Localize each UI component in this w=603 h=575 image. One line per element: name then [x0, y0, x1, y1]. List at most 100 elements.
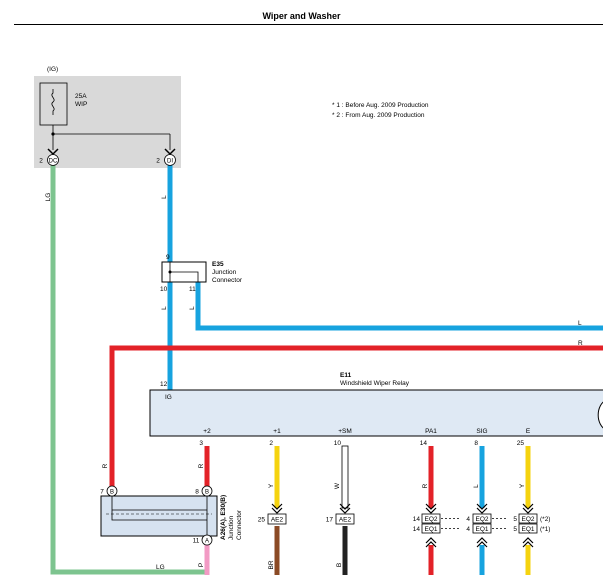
fuse-source-label: (IG): [47, 66, 58, 73]
note-2: * 2 : From Aug. 2009 Production: [332, 112, 425, 119]
eq-e-note-bot: (*1): [540, 526, 550, 533]
e11-id: E11: [340, 372, 352, 379]
relay-motor-edge: [597, 401, 603, 429]
dc-arrow-icon: [47, 148, 59, 156]
wire-label-p: P: [198, 563, 205, 567]
eq-pa1-bot: EQ1: [424, 526, 437, 533]
e11-relay-box: [149, 389, 603, 437]
eq-e-pin-top: 5: [513, 516, 517, 523]
eq-sig-pin-bot: 4: [466, 526, 470, 533]
wire-label-y-e: Y: [519, 483, 526, 488]
term-e-label: E: [526, 428, 531, 435]
eq-e-arrow-icon: [522, 503, 534, 514]
di-pin-label: DI: [167, 159, 173, 165]
term-sig-label: SIG: [476, 428, 487, 435]
wire-label-r-left: R: [102, 463, 109, 468]
eq-pa1-up-arrow-icon: [425, 537, 437, 548]
e11-ig-pin: 12: [160, 381, 168, 388]
jc-pin-b-right: 8: [195, 489, 199, 496]
dc-pin-label: DC: [49, 159, 58, 165]
jc-box: [100, 495, 218, 537]
term-pa1-label: PA1: [425, 428, 437, 435]
ae2-b-arrow-icon: [339, 503, 351, 514]
fuse-rating: 25A: [75, 93, 87, 100]
term-plus2-label: +2: [203, 428, 211, 435]
jc-pin-b-left-circle: [106, 485, 118, 497]
term-plus1-label: +1: [273, 428, 281, 435]
fuse-name: WIP: [75, 101, 87, 108]
wire-label-r-right: R: [578, 340, 583, 347]
wire-w-sm: [341, 445, 349, 509]
ae2-a-box: [267, 513, 287, 525]
eq-pa1-group: [421, 503, 441, 548]
di-pin-circle: [164, 154, 176, 166]
term-pa1-pin: 14: [420, 440, 428, 447]
eq-e-group: [518, 503, 538, 548]
wire-r-main: [109, 345, 603, 488]
eq-pa1-pin-bot: 14: [413, 526, 421, 533]
term-plus2-pin: 3: [199, 440, 203, 447]
ae2-b-label: AE2: [339, 517, 352, 524]
jc-desc-2: Connector: [236, 509, 243, 540]
term-sm-label: +SM: [338, 428, 352, 435]
wire-label-l-sig: L: [473, 484, 480, 488]
wire-label-l-right: L: [578, 320, 582, 327]
e35-desc-2: Connector: [212, 277, 243, 284]
jc-b-label-right: B: [205, 490, 209, 496]
wire-l-right: [195, 282, 603, 331]
term-sig-pin: 8: [474, 440, 478, 447]
eq-sig-pin-top: 4: [466, 516, 470, 523]
eq-sig-top: EQ2: [475, 516, 488, 523]
eq-pa1-pin-top: 14: [413, 516, 421, 523]
wire-label-r-plus2: R: [198, 463, 205, 468]
jc-b-label-left: B: [110, 490, 114, 496]
wire-label-l-e35-10: L: [161, 306, 168, 310]
jc-pin-b-left: 7: [100, 489, 104, 496]
note-1: * 1 : Before Aug. 2009 Production: [332, 102, 429, 109]
fuse-frame: [39, 82, 68, 126]
e35-pin-in: 9: [166, 254, 170, 261]
e11-ig-label: IG: [165, 394, 172, 401]
ae2-b-pin: 17: [326, 517, 334, 524]
wire-label-lg-left: LG: [45, 193, 52, 202]
fuse-icon: [51, 89, 55, 115]
di-arrow-icon: [164, 148, 176, 156]
di-pin-number: 2: [156, 158, 160, 165]
wire-label-y-plus1: Y: [268, 483, 275, 488]
eq-e-up-arrow-icon: [522, 537, 534, 548]
wire-lg: [50, 165, 205, 575]
fuse-box: [34, 76, 181, 168]
e35-id: E35: [212, 261, 224, 268]
jc-pin-a-circle: [201, 534, 213, 546]
wire-label-w-sm: W: [334, 482, 341, 489]
eq-pa1-top: EQ2: [424, 516, 437, 523]
title-rule: [14, 24, 603, 25]
eq-e-top: EQ2: [521, 516, 534, 523]
wire-label-lg-bottom: LG: [156, 564, 165, 571]
eq-sig-arrow-icon: [476, 503, 488, 514]
e35-pin-out1: 10: [160, 286, 168, 293]
jc-a-label: A: [205, 539, 209, 545]
wire-label-l-e35-11: L: [189, 306, 196, 310]
eq-sig-bot: EQ1: [475, 526, 488, 533]
term-e-pin: 25: [517, 440, 525, 447]
jc-id: A26(A), E30(B): [220, 495, 227, 540]
e11-name: Windshield Wiper Relay: [340, 380, 410, 387]
wire-label-r-pa1: R: [422, 483, 429, 488]
eq-pa1-arrow-icon: [425, 503, 437, 514]
eq-sig-group: [472, 503, 492, 548]
jc-pin-a: 11: [193, 538, 200, 545]
eq-sig-up-arrow-icon: [476, 537, 488, 548]
eq-e-bot: EQ1: [521, 526, 534, 533]
wire-label-l-top: L: [161, 195, 168, 199]
eq-e-note-top: (*2): [540, 516, 550, 523]
ae2-a-label: AE2: [271, 517, 284, 524]
e35-desc-1: Junction: [212, 269, 237, 276]
eq-e-pin-bot: 5: [513, 526, 517, 533]
term-plus1-pin: 2: [269, 440, 273, 447]
ae2-b-box: [335, 513, 355, 525]
term-sm-pin: 10: [334, 440, 342, 447]
jc-pin-b-right-circle: [201, 485, 213, 497]
diagram-title: Wiper and Washer: [262, 11, 341, 21]
